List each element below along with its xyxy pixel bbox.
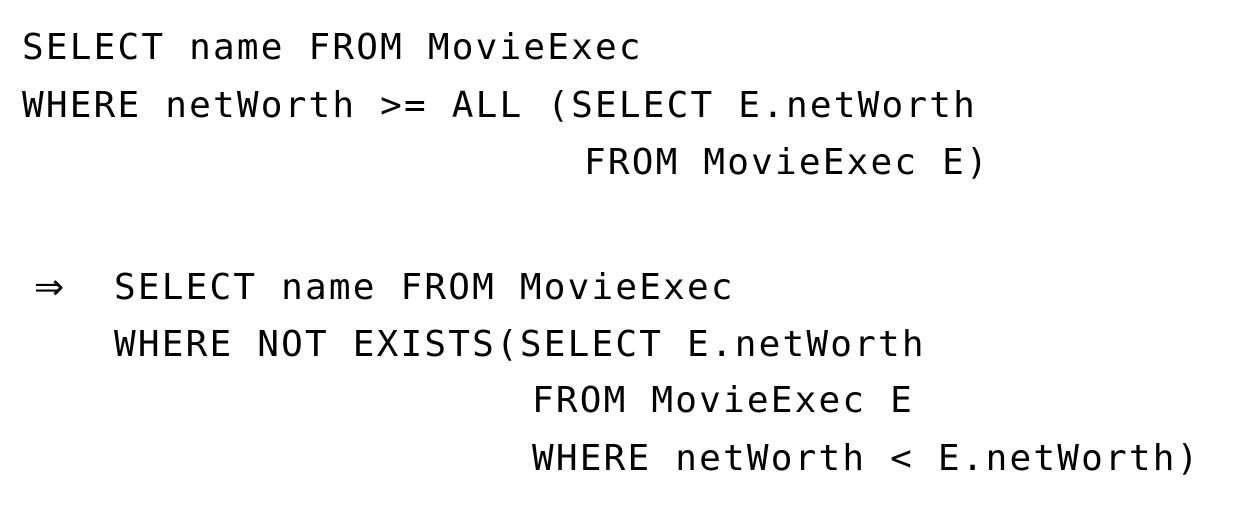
original-query-line-3: FROM MovieExec E): [584, 142, 990, 183]
original-query-line-2: WHERE netWorth >= ALL (SELECT E.netWorth: [22, 85, 977, 126]
rewritten-query-line-2: WHERE NOT EXISTS(SELECT E.netWorth: [114, 324, 926, 365]
rewrite-arrow-icon: ⇒: [34, 267, 65, 308]
rewritten-query-line-3: FROM MovieExec E: [532, 380, 914, 421]
rewritten-query-line-1: SELECT name FROM MovieExec: [114, 267, 735, 308]
rewritten-query-line-4: WHERE netWorth < E.netWorth): [532, 438, 1201, 479]
original-query-line-1: SELECT name FROM MovieExec: [22, 27, 643, 68]
